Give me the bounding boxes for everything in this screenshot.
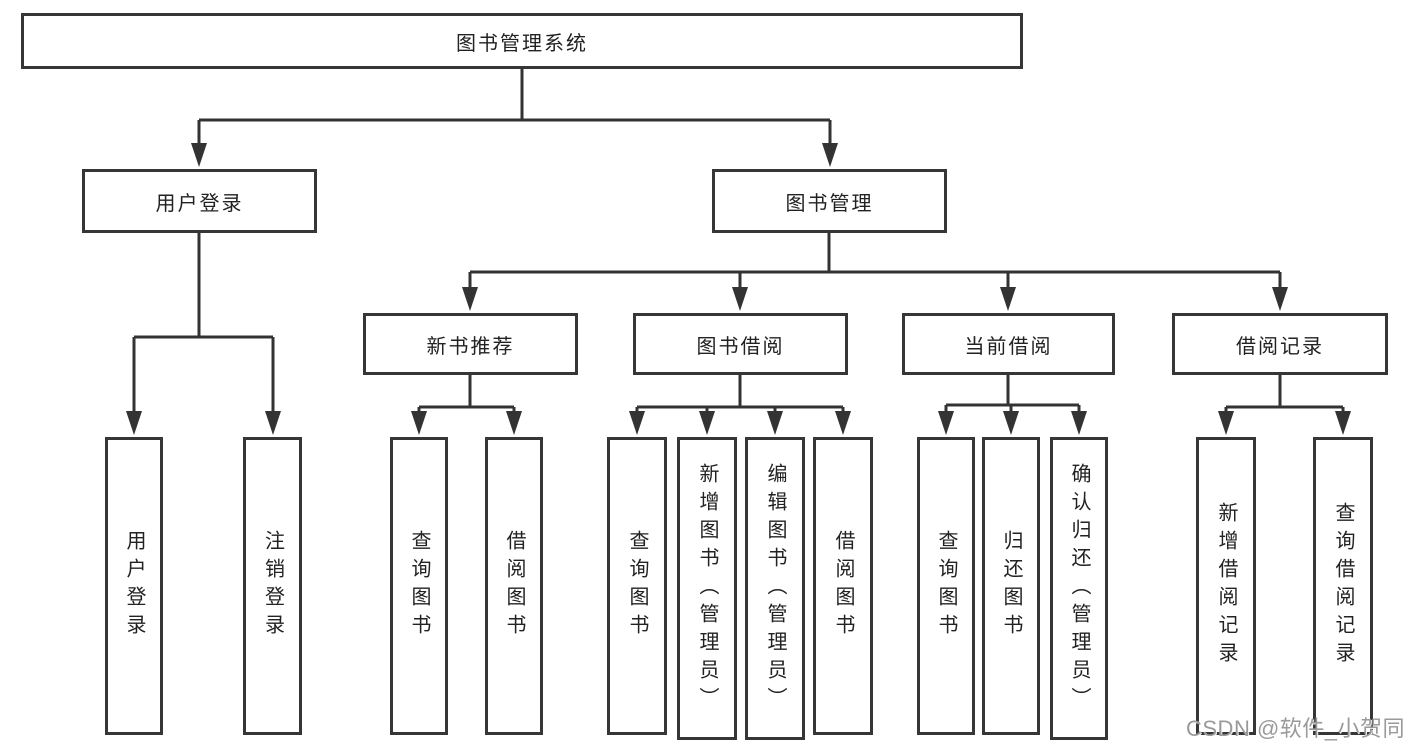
node-current-borrow: 当前借阅 — [902, 313, 1115, 375]
arrowhead — [1003, 411, 1019, 435]
csdn-watermark: CSDN @软件_小贺同学 — [1186, 716, 1405, 741]
arrowhead — [462, 287, 478, 311]
node-new-book-recommend: 新书推荐 — [363, 313, 578, 375]
node-book-borrow: 图书借阅 — [633, 313, 848, 375]
leaf-borrow-books-recommend: 借阅图书 — [485, 437, 543, 735]
connector-current-borrow-children — [944, 375, 1081, 413]
arrowhead — [506, 411, 522, 435]
leaf-query-borrow-record: 查询借阅记录 — [1313, 437, 1373, 735]
arrowhead — [1272, 287, 1288, 311]
node-root-library-system: 图书管理系统 — [21, 13, 1023, 69]
connector-borrow-record-children — [1224, 375, 1345, 413]
leaf-borrow-books: 借阅图书 — [813, 437, 873, 735]
node-borrow-record: 借阅记录 — [1172, 313, 1388, 375]
leaf-query-books-borrow: 查询图书 — [607, 437, 667, 735]
arrowhead — [699, 411, 715, 435]
arrowhead — [191, 143, 207, 167]
node-book-management: 图书管理 — [712, 169, 947, 233]
leaf-add-book-admin: 新增图书（管理员） — [677, 437, 737, 740]
connector-new-book-children — [417, 375, 516, 413]
arrowhead — [767, 411, 783, 435]
leaf-query-books-recommend: 查询图书 — [390, 437, 448, 735]
leaf-confirm-return-admin: 确认归还（管理员） — [1050, 437, 1108, 740]
arrowhead — [265, 411, 281, 435]
leaf-edit-book-admin: 编辑图书（管理员） — [745, 437, 805, 740]
arrowhead — [1335, 411, 1351, 435]
leaf-return-book: 归还图书 — [982, 437, 1040, 735]
arrowhead — [938, 411, 954, 435]
leaf-add-borrow-record: 新增借阅记录 — [1196, 437, 1256, 735]
connector-book-management-children — [468, 233, 1282, 291]
arrowhead — [629, 411, 645, 435]
arrowhead — [732, 287, 748, 311]
arrowhead — [1071, 411, 1087, 435]
leaf-user-login: 用户登录 — [105, 437, 163, 735]
arrowhead — [1218, 411, 1234, 435]
connector-book-borrow-children — [635, 375, 845, 413]
leaf-query-books-current: 查询图书 — [917, 437, 975, 735]
arrowhead — [411, 411, 427, 435]
connector-user-login-children — [132, 233, 275, 413]
connector-root-to-level2 — [197, 69, 832, 147]
node-user-login: 用户登录 — [82, 169, 317, 233]
arrowhead — [126, 411, 142, 435]
arrowhead — [822, 143, 838, 167]
arrowhead — [1000, 287, 1016, 311]
leaf-logout: 注销登录 — [243, 437, 302, 735]
arrowhead — [835, 411, 851, 435]
